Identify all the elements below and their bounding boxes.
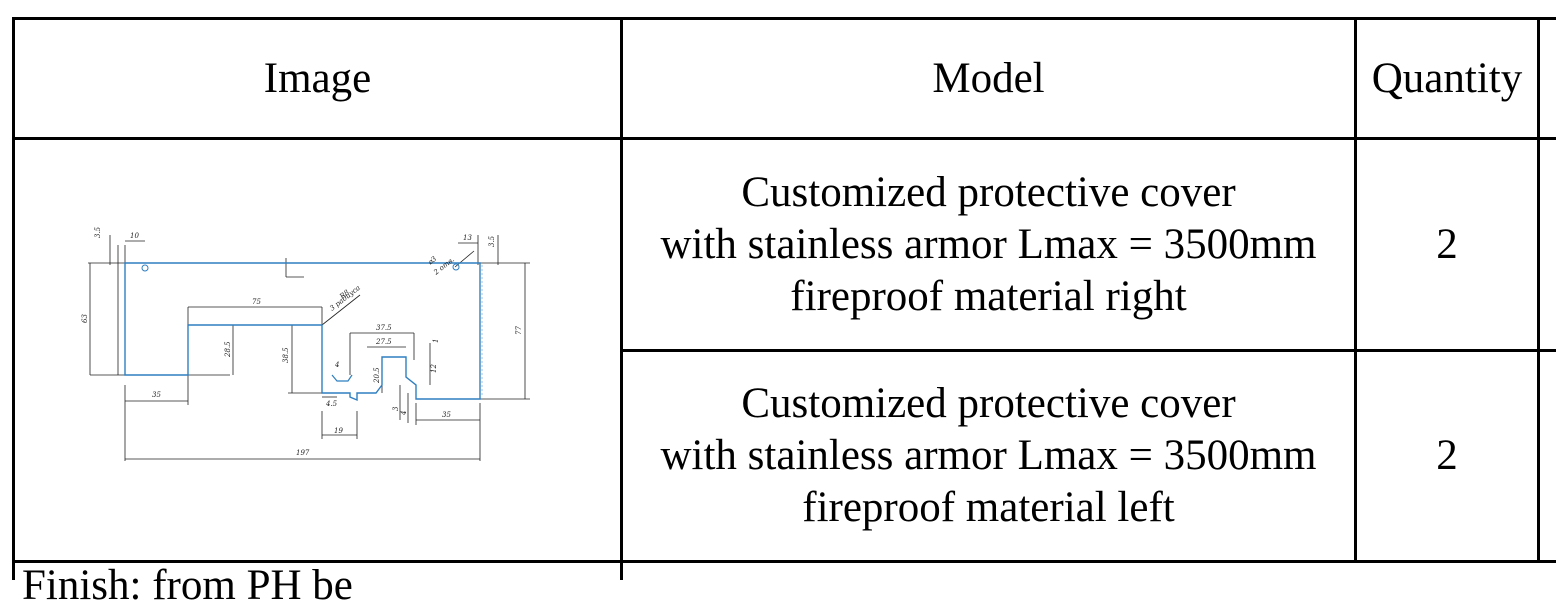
table-border-top bbox=[12, 17, 1556, 20]
row-1-model-line-1: Customized protective cover bbox=[741, 168, 1236, 216]
dim-197: 197 bbox=[296, 449, 310, 457]
header-row-divider bbox=[12, 137, 1556, 140]
dim-20-5: 20.5 bbox=[373, 367, 381, 384]
col-divider-quantity-next bbox=[1537, 17, 1540, 562]
dim-19: 19 bbox=[334, 427, 343, 435]
dim-77: 77 bbox=[515, 326, 523, 335]
row-2-model: Customized protective cover with stainle… bbox=[623, 352, 1354, 560]
row-2-quantity-value: 2 bbox=[1436, 432, 1458, 479]
dim-1: 1 bbox=[432, 339, 440, 343]
row-2-quantity: 2 bbox=[1357, 352, 1537, 560]
dim-3-5-right: 3.5 bbox=[488, 235, 496, 247]
row-2-model-line-3: fireproof material left bbox=[802, 484, 1175, 531]
dim-35-left: 35 bbox=[152, 391, 161, 399]
header-quantity: Quantity bbox=[1357, 20, 1537, 137]
col-divider-image-model bbox=[620, 17, 623, 580]
row-divider bbox=[622, 349, 1556, 352]
header-image-label: Image bbox=[263, 54, 372, 102]
row-1-model: Customized protective cover with stainle… bbox=[623, 140, 1354, 349]
footer-row-divider bbox=[12, 560, 1556, 563]
dim-27-5: 27.5 bbox=[375, 338, 392, 346]
header-model-label: Model bbox=[932, 54, 1045, 102]
dim-4-5: 4.5 bbox=[325, 400, 338, 408]
footer-partial-text: Finish: from PH be bbox=[22, 562, 353, 609]
dim-4-b: 4 bbox=[400, 411, 408, 416]
dim-10: 10 bbox=[130, 232, 139, 240]
dim-63: 63 bbox=[81, 314, 89, 323]
technical-drawing: 3.5 10 13 3.5 63 77 75 28.5 38.5 37.5 27… bbox=[81, 226, 530, 461]
dim-35-right: 35 bbox=[442, 411, 451, 419]
row-1-model-line-3: fireproof material right bbox=[790, 272, 1187, 320]
header-image: Image bbox=[15, 20, 620, 137]
row-1-quantity: 2 bbox=[1357, 140, 1537, 349]
dim-hole: ⌀3 bbox=[426, 255, 438, 267]
dim-3: 3 bbox=[392, 406, 400, 411]
col-divider-model-quantity bbox=[1354, 17, 1357, 562]
dim-75: 75 bbox=[252, 298, 261, 306]
dim-3-5-left: 3.5 bbox=[94, 226, 102, 238]
dim-4-a: 4 bbox=[334, 361, 339, 369]
header-model: Model bbox=[623, 20, 1354, 137]
dim-37-5: 37.5 bbox=[376, 324, 392, 332]
dim-28-5: 28.5 bbox=[224, 341, 232, 358]
table-border-left bbox=[12, 17, 15, 580]
row-2-model-line-2: with stainless armor Lmax = 3500mm bbox=[660, 432, 1317, 479]
dim-38-5: 38.5 bbox=[282, 347, 290, 363]
dim-12: 12 bbox=[430, 364, 438, 373]
header-quantity-label: Quantity bbox=[1371, 54, 1523, 102]
row-1-quantity-value: 2 bbox=[1436, 220, 1458, 268]
dim-13: 13 bbox=[463, 234, 472, 242]
row-2-model-line-1: Customized protective cover bbox=[741, 380, 1236, 427]
row-1-model-line-2: with stainless armor Lmax = 3500mm bbox=[660, 220, 1317, 268]
